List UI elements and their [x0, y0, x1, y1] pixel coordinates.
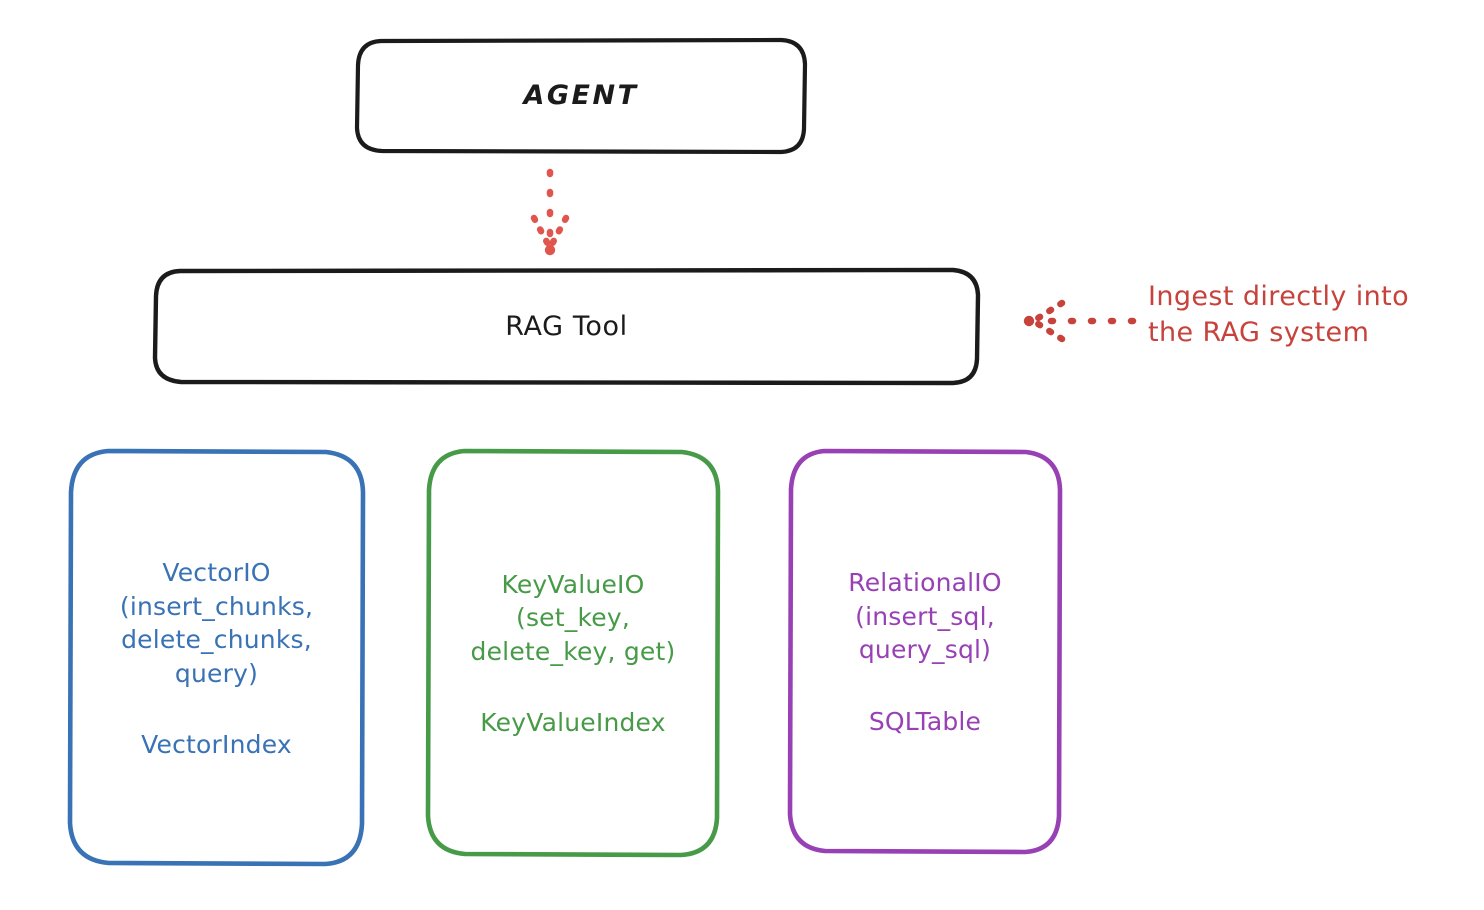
- vector-io-api-label: VectorIO (insert_chunks, delete_chunks, …: [119, 558, 314, 688]
- agent-label: AGENT: [523, 80, 639, 112]
- ingest-annotation-text: Ingest directly into the RAG system: [1148, 281, 1410, 348]
- agent-to-rag-tool-connector: [530, 168, 570, 256]
- rag-tool-label: RAG Tool: [505, 310, 628, 342]
- relational-io-box-outline: [787, 448, 1063, 855]
- vector-io-node[interactable]: VectorIO (insert_chunks, delete_chunks, …: [70, 450, 363, 865]
- relational-io-node[interactable]: RelationalIO (insert_sql, query_sql) SQL…: [790, 450, 1060, 852]
- key-value-io-node[interactable]: KeyValueIO (set_key, delete_key, get) Ke…: [428, 450, 718, 855]
- vector-io-index-label: VectorIndex: [141, 730, 292, 759]
- relational-io-index-label: SQLTable: [868, 706, 982, 736]
- key-value-io-index-label: KeyValueIndex: [480, 708, 666, 738]
- vector-io-box-outline: [67, 448, 366, 867]
- agent-node[interactable]: AGENT: [357, 40, 805, 152]
- agent-box-outline: [354, 37, 808, 155]
- ingest-to-rag-tool-connector: [1023, 299, 1137, 343]
- rag-tool-node[interactable]: RAG Tool: [155, 270, 978, 383]
- key-value-io-api-label: KeyValueIO (set_key, delete_key, get): [470, 569, 676, 666]
- rag-tool-box-outline: [152, 267, 981, 386]
- key-value-io-box-outline: [425, 448, 721, 858]
- relational-io-api-label: RelationalIO (insert_sql, query_sql): [848, 568, 1002, 665]
